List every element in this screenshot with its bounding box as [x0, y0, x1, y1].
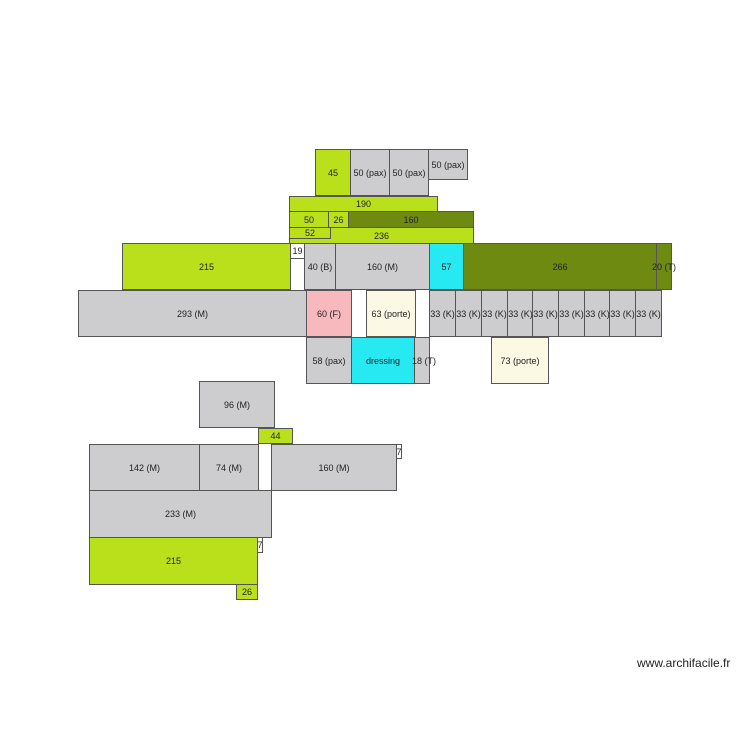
block-26[interactable]: 26	[328, 211, 349, 228]
block-215-bottom[interactable]: 215	[89, 537, 258, 585]
block-142-m[interactable]: 142 (M)	[89, 444, 200, 491]
block-58-pax[interactable]: 58 (pax)	[306, 337, 352, 384]
door-73[interactable]: 73 (porte)	[491, 337, 549, 384]
block-52[interactable]: 52	[289, 227, 331, 239]
block-20-t[interactable]: 20 (T)	[652, 243, 676, 290]
block-33-k[interactable]: 33 (K)	[455, 290, 482, 337]
block-7-lower[interactable]: 7	[257, 537, 263, 553]
block-74-m[interactable]: 74 (M)	[199, 444, 259, 491]
block-18-t-label: 18 (T)	[411, 355, 436, 366]
block-233-m[interactable]: 233 (M)	[89, 490, 272, 538]
block-293-m[interactable]: 293 (M)	[78, 290, 307, 337]
block-pax-1[interactable]: 50 (pax)	[350, 149, 390, 196]
block-33-k[interactable]: 33 (K)	[635, 290, 662, 337]
block-160-m[interactable]: 160 (M)	[335, 243, 430, 290]
block-190[interactable]: 190	[289, 196, 438, 212]
block-160-olive[interactable]: 160	[348, 211, 474, 228]
block-pax-3[interactable]: 50 (pax)	[428, 149, 468, 180]
block-160-m-lower[interactable]: 160 (M)	[271, 444, 397, 491]
block-215-top[interactable]: 215	[122, 243, 291, 290]
door-63[interactable]: 63 (porte)	[366, 290, 416, 337]
block-50[interactable]: 50	[289, 211, 329, 228]
block-19[interactable]: 19	[290, 243, 305, 259]
block-33-k[interactable]: 33 (K)	[507, 290, 534, 337]
block-96-m[interactable]: 96 (M)	[199, 381, 275, 428]
block-266[interactable]: 266	[463, 243, 657, 290]
block-26-bottom[interactable]: 26	[236, 584, 258, 600]
block-7-upper[interactable]: 7	[396, 444, 402, 459]
block-dressing[interactable]: dressing	[351, 337, 415, 384]
block-40-b[interactable]: 40 (B)	[304, 243, 336, 290]
block-33-k[interactable]: 33 (K)	[429, 290, 456, 337]
block-60-f[interactable]: 60 (F)	[306, 290, 352, 337]
archifacile-watermark: www.archifacile.fr	[637, 656, 731, 670]
block-33-k[interactable]: 33 (K)	[609, 290, 636, 337]
block-44[interactable]: 44	[258, 428, 293, 444]
block-57[interactable]: 57	[429, 243, 464, 290]
block-45[interactable]: 45	[315, 149, 351, 196]
block-33-k[interactable]: 33 (K)	[532, 290, 559, 337]
block-33-k[interactable]: 33 (K)	[481, 290, 508, 337]
block-33-k[interactable]: 33 (K)	[584, 290, 611, 337]
block-33-k[interactable]: 33 (K)	[558, 290, 585, 337]
block-pax-2[interactable]: 50 (pax)	[389, 149, 429, 196]
